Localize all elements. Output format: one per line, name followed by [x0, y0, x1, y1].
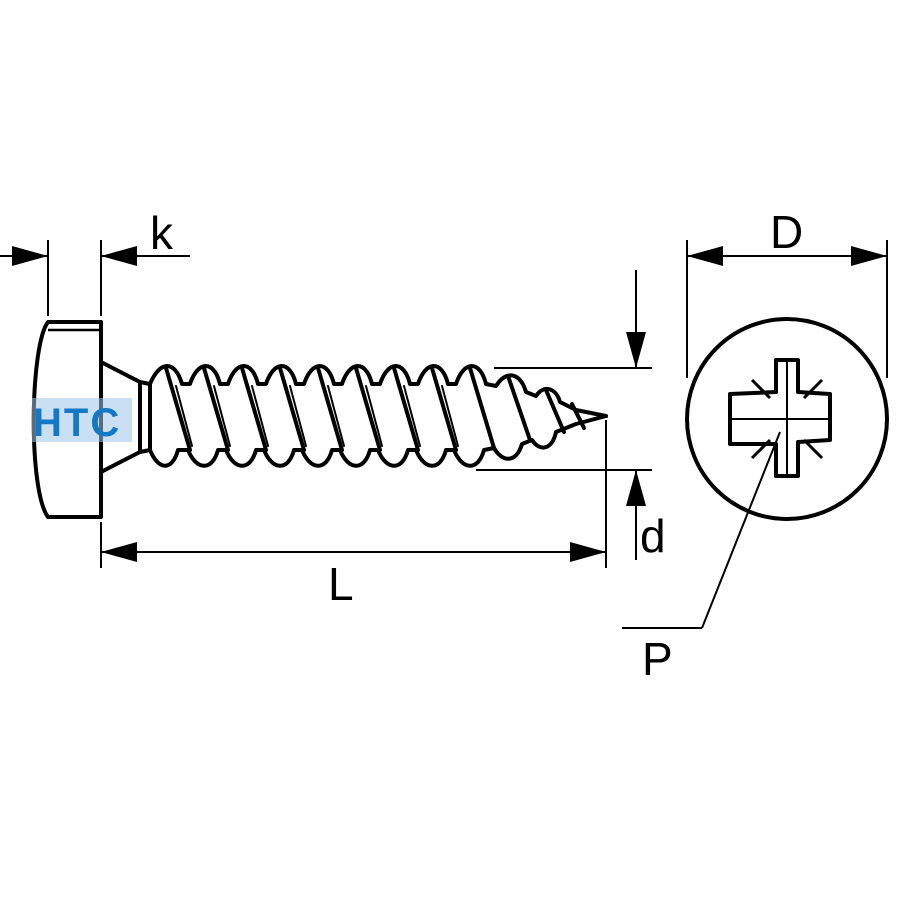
label-D: D [770, 206, 803, 258]
label-k: k [150, 207, 174, 259]
screw-thread [138, 364, 608, 468]
dimension-d [476, 270, 652, 560]
label-d: d [640, 510, 666, 562]
label-P: P [642, 633, 673, 685]
watermark-logo: HTC [33, 401, 121, 445]
dimension-D [686, 240, 888, 378]
screw-head-side-view [31, 320, 142, 519]
watermark-band [32, 398, 132, 442]
screw-head-top-view [685, 317, 889, 521]
dimension-L [100, 420, 607, 568]
label-L: L [328, 558, 354, 610]
dimension-k [0, 240, 190, 316]
leader-P [622, 431, 781, 629]
